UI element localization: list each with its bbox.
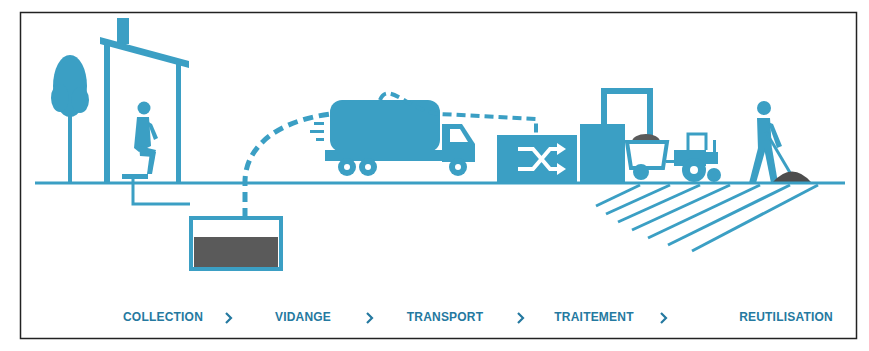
wall: [176, 62, 181, 183]
tree-trunk: [68, 110, 72, 183]
discharge-hose: [380, 93, 536, 134]
truck-cab: [442, 124, 475, 162]
tree-canopy: [71, 87, 89, 113]
person-leg: [764, 148, 778, 183]
wheel: [338, 158, 356, 176]
hub: [690, 166, 698, 174]
shovel: [766, 132, 792, 176]
person-arm: [147, 121, 158, 140]
step-label: TRANSPORT: [407, 310, 483, 324]
tree: [51, 55, 89, 183]
exhaust: [713, 140, 716, 154]
ground-line: [35, 182, 845, 185]
person-head: [757, 101, 771, 115]
furrow: [606, 185, 670, 214]
wall: [104, 42, 110, 183]
latrine: [100, 18, 189, 183]
squat-pan: [122, 174, 148, 179]
chevron: [518, 313, 523, 323]
person-arm: [768, 122, 782, 148]
tractor-hood: [704, 152, 718, 164]
person-head: [138, 102, 151, 115]
person-leg: [749, 148, 766, 183]
treatment-plant: [497, 91, 650, 183]
wheel: [359, 158, 377, 176]
pit-tank: [191, 218, 281, 269]
sludge: [194, 237, 278, 267]
wheel: [633, 164, 649, 180]
tree-canopy: [51, 84, 69, 112]
treatment-box: [497, 135, 577, 183]
trailer: [627, 142, 667, 168]
process-icon: [557, 163, 566, 175]
chevron: [226, 313, 231, 323]
roof: [100, 37, 189, 68]
motion-line: [316, 138, 324, 141]
field-furrows: [596, 185, 818, 251]
process-icon: [557, 143, 566, 155]
farmer: [749, 101, 782, 183]
outlet-pipe: [604, 91, 650, 140]
chevron: [661, 313, 666, 323]
step-label: TRAITEMENT: [554, 310, 633, 324]
treatment-box: [580, 124, 625, 183]
furrow: [648, 185, 760, 238]
suction-hose: [245, 114, 330, 218]
step-label: VIDANGE: [275, 310, 331, 324]
wheel: [707, 168, 721, 182]
truck-window: [450, 129, 468, 142]
wheel: [682, 158, 706, 182]
tractor-cabin: [688, 134, 706, 150]
hub: [344, 164, 350, 170]
compost-pile: [772, 172, 812, 184]
motion-line: [314, 122, 324, 125]
motion-line: [310, 130, 324, 133]
vacuum-truck: [310, 100, 475, 176]
truck-tank: [330, 100, 440, 152]
chevron: [367, 313, 372, 323]
step-label: REUTILISATION: [739, 310, 833, 324]
hub: [455, 164, 461, 170]
step-label: COLLECTION: [123, 310, 203, 324]
person-leg: [147, 152, 156, 174]
process-icon: [518, 149, 558, 169]
wheel: [449, 158, 467, 176]
hub: [365, 164, 371, 170]
chimney: [117, 18, 129, 44]
tractor: [627, 134, 721, 182]
furrow: [668, 185, 790, 245]
frame: [21, 13, 857, 339]
furrow: [692, 185, 818, 251]
